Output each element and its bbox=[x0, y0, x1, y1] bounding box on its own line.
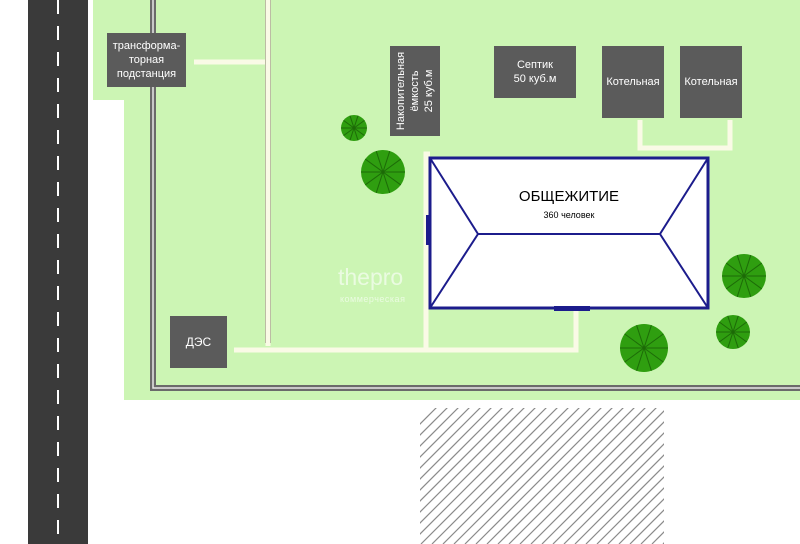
utility-paths bbox=[194, 0, 733, 353]
hatch-line bbox=[475, 408, 613, 544]
watermark-logo: thepro bbox=[338, 264, 403, 291]
hatch-line bbox=[651, 531, 664, 544]
hatch-line bbox=[420, 408, 547, 535]
hatch-line bbox=[563, 443, 664, 544]
hatch-line bbox=[607, 487, 664, 544]
dormitory-title: ОБЩЕЖИТИЕ bbox=[518, 188, 620, 205]
septic-tank: Септик 50 куб.м bbox=[494, 46, 576, 98]
watermark-brand: thepro bbox=[338, 264, 404, 290]
hatch-line bbox=[486, 408, 624, 544]
hatch-line bbox=[618, 498, 664, 544]
hatch-line bbox=[442, 408, 580, 544]
hatch-line bbox=[420, 408, 459, 447]
hatch-line bbox=[420, 408, 503, 491]
hatch-line bbox=[431, 408, 569, 544]
hatch-line bbox=[585, 465, 664, 544]
hatch-line bbox=[596, 476, 664, 544]
tree-icon bbox=[716, 315, 750, 349]
dormitory-capacity: 360 человек bbox=[543, 210, 595, 220]
trees bbox=[341, 115, 766, 372]
hatch-line bbox=[464, 408, 602, 544]
hatch-line bbox=[420, 408, 558, 544]
hatch-line bbox=[420, 408, 481, 469]
hatch-line bbox=[497, 408, 635, 544]
watermark-tagline: коммерческая bbox=[340, 294, 406, 304]
transformer-substation: трансформа- торная подстанция bbox=[107, 33, 186, 87]
site-fence-inner bbox=[152, 0, 800, 389]
hatch-line bbox=[662, 542, 664, 544]
boiler-house-2: Котельная bbox=[680, 46, 742, 118]
hatch-line bbox=[674, 404, 800, 544]
hatch-line bbox=[420, 408, 437, 425]
hatch-line bbox=[707, 404, 800, 544]
storage-tank-label: Накопительная ёмкость 25 куб.м bbox=[395, 51, 435, 131]
hatch-line bbox=[718, 404, 800, 544]
hatch-line bbox=[420, 408, 536, 524]
hatch-line bbox=[508, 408, 646, 544]
tree-icon bbox=[620, 324, 668, 372]
hatch-line bbox=[629, 509, 664, 544]
hatch-line bbox=[420, 408, 525, 513]
hatch-line bbox=[574, 454, 664, 544]
hatch-line bbox=[541, 421, 664, 544]
hatch-line bbox=[685, 404, 800, 544]
utility-path-edges bbox=[265, 0, 271, 343]
tree-icon bbox=[722, 254, 766, 298]
hatch-line bbox=[420, 408, 492, 480]
storage-tank: Накопительная ёмкость 25 куб.м bbox=[390, 46, 440, 136]
hatch-line bbox=[552, 432, 664, 544]
hatch-line bbox=[453, 408, 591, 544]
hatch-line bbox=[696, 404, 800, 544]
dormitory-roof bbox=[426, 156, 710, 311]
tree-icon bbox=[361, 150, 405, 194]
diesel-power-station: ДЭС bbox=[170, 316, 227, 368]
tree-icon bbox=[341, 115, 367, 141]
hatch-line bbox=[640, 520, 664, 544]
hatch-line bbox=[420, 408, 470, 458]
hatch-line bbox=[519, 408, 657, 544]
boiler-house-1: Котельная bbox=[602, 46, 664, 118]
parking-hatch bbox=[420, 404, 800, 544]
hatch-line bbox=[420, 408, 514, 502]
hatch-line bbox=[530, 410, 664, 544]
hatch-line bbox=[420, 408, 448, 436]
